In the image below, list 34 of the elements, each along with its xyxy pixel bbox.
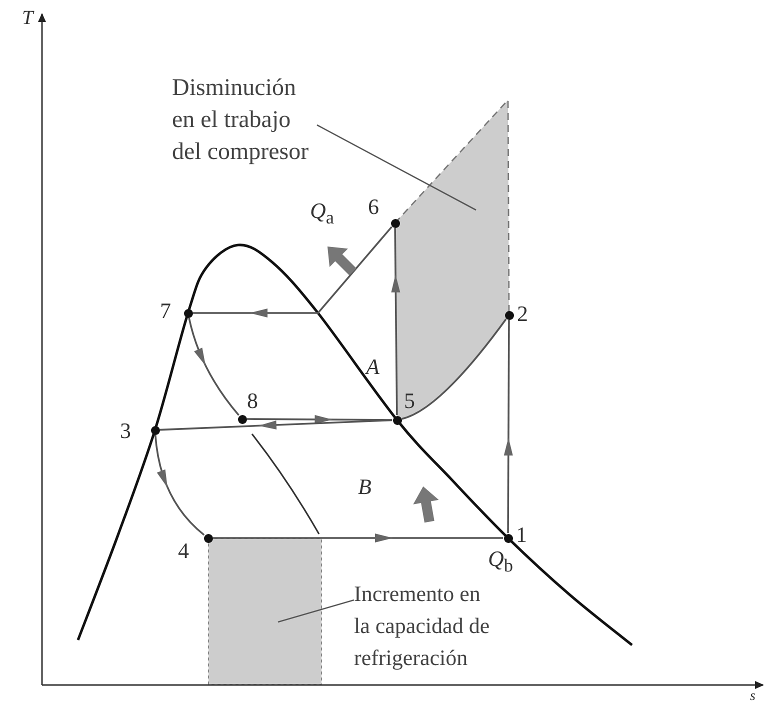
state-point [504, 534, 512, 542]
heat-label: Q$_{a}$ [310, 200, 334, 227]
axis-label: s [750, 690, 756, 704]
leader-line [278, 599, 354, 623]
state-number: 4 [178, 540, 189, 562]
annotation-text: Disminución en el trabajo del compresor [172, 72, 317, 168]
axis-label: T [22, 8, 34, 28]
heat-label: Q$_{b}$ [488, 548, 514, 575]
state-number: 6 [368, 196, 379, 218]
process-line [154, 434, 205, 536]
state-number: 7 [160, 300, 171, 322]
process-line [391, 228, 400, 415]
region-label: B [358, 476, 372, 498]
state-point [204, 534, 212, 542]
state-number: 8 [247, 390, 258, 412]
process-line [402, 318, 507, 420]
process-line [213, 534, 503, 542]
state-point [150, 426, 160, 434]
state-point [184, 308, 192, 318]
process-line [504, 320, 513, 533]
process-line [193, 226, 392, 318]
process-line [247, 414, 392, 424]
state-number: 2 [517, 303, 528, 325]
state-number: 5 [404, 390, 415, 412]
region-label: A [366, 356, 380, 378]
state-number: 1 [516, 524, 527, 546]
process-line [160, 419, 392, 431]
state-number: 3 [120, 420, 131, 442]
process-line [188, 318, 240, 416]
shaded-area [208, 538, 322, 685]
annotation-text: Incremento en la capacidad de refrigeración [354, 578, 500, 674]
state-point [238, 414, 246, 424]
state-point [390, 218, 400, 228]
leader-line [316, 124, 476, 211]
